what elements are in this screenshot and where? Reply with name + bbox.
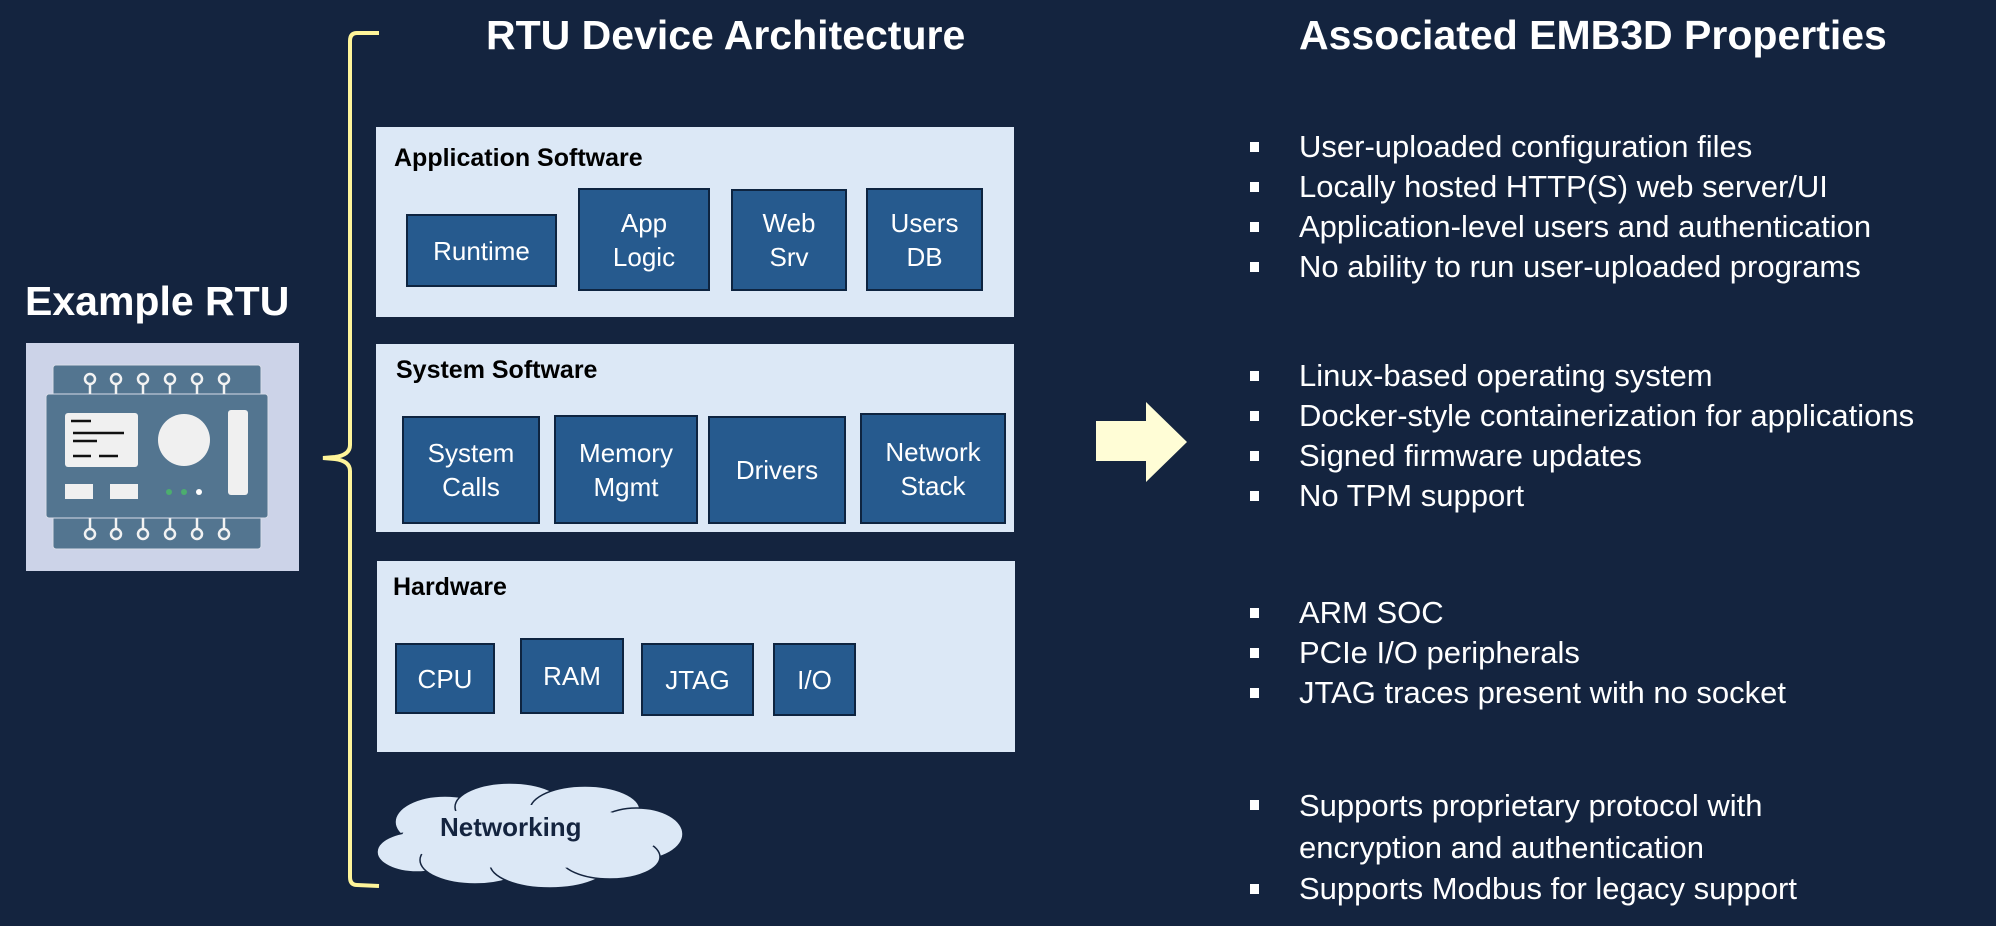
component-drivers: Drivers bbox=[708, 416, 846, 524]
property-item: Supports proprietary protocol with encry… bbox=[1247, 785, 1807, 869]
properties-group-networking: Supports proprietary protocol with encry… bbox=[1247, 785, 1807, 909]
properties-title: Associated EMB3D Properties bbox=[1299, 12, 1887, 58]
architecture-title: RTU Device Architecture bbox=[486, 12, 966, 58]
rtu-device-card bbox=[26, 343, 299, 571]
property-item: Linux-based operating system bbox=[1247, 356, 1914, 396]
component-system-calls: System Calls bbox=[402, 416, 540, 524]
component-runtime: Runtime bbox=[406, 214, 557, 287]
properties-group-system: Linux-based operating system Docker-styl… bbox=[1247, 356, 1914, 516]
property-item: Signed firmware updates bbox=[1247, 436, 1914, 476]
property-item: Locally hosted HTTP(S) web server/UI bbox=[1247, 167, 1871, 207]
property-item: PCIe I/O peripherals bbox=[1247, 633, 1786, 673]
property-item: Application-level users and authenticati… bbox=[1247, 207, 1871, 247]
layer-system-software: System Software System Calls Memory Mgmt… bbox=[376, 344, 1014, 532]
property-item: JTAG traces present with no socket bbox=[1247, 673, 1786, 713]
layer-title: Hardware bbox=[393, 573, 507, 601]
example-rtu-label: Example RTU bbox=[25, 278, 290, 324]
component-cpu: CPU bbox=[395, 643, 495, 714]
property-item: Supports Modbus for legacy support bbox=[1247, 869, 1807, 909]
property-item: No TPM support bbox=[1247, 476, 1914, 516]
property-item: User-uploaded configuration files bbox=[1247, 127, 1871, 167]
networking-cloud: Networking bbox=[375, 772, 687, 892]
networking-label: Networking bbox=[440, 812, 582, 842]
component-app-logic: App Logic bbox=[578, 188, 710, 291]
properties-group-hardware: ARM SOC PCIe I/O peripherals JTAG traces… bbox=[1247, 593, 1786, 713]
layer-hardware: Hardware CPU RAM JTAG I/O bbox=[377, 561, 1015, 752]
properties-group-application: User-uploaded configuration files Locall… bbox=[1247, 127, 1871, 287]
component-network-stack: Network Stack bbox=[860, 413, 1006, 524]
property-item: ARM SOC bbox=[1247, 593, 1786, 633]
right-arrow-icon bbox=[1096, 402, 1187, 482]
cloud-icon bbox=[376, 782, 684, 889]
property-item: No ability to run user-uploaded programs bbox=[1247, 247, 1871, 287]
component-web-srv: Web Srv bbox=[731, 189, 847, 291]
component-io: I/O bbox=[773, 643, 856, 716]
component-users-db: Users DB bbox=[866, 188, 983, 291]
component-jtag: JTAG bbox=[641, 643, 754, 716]
layer-application-software: Application Software Runtime App Logic W… bbox=[376, 127, 1014, 317]
component-ram: RAM bbox=[520, 638, 624, 714]
layer-title: System Software bbox=[396, 356, 598, 384]
layer-title: Application Software bbox=[394, 144, 643, 172]
rtu-device-icon bbox=[45, 364, 269, 550]
curly-brace bbox=[322, 31, 380, 888]
component-memory-mgmt: Memory Mgmt bbox=[554, 415, 698, 524]
property-item: Docker-style containerization for applic… bbox=[1247, 396, 1914, 436]
